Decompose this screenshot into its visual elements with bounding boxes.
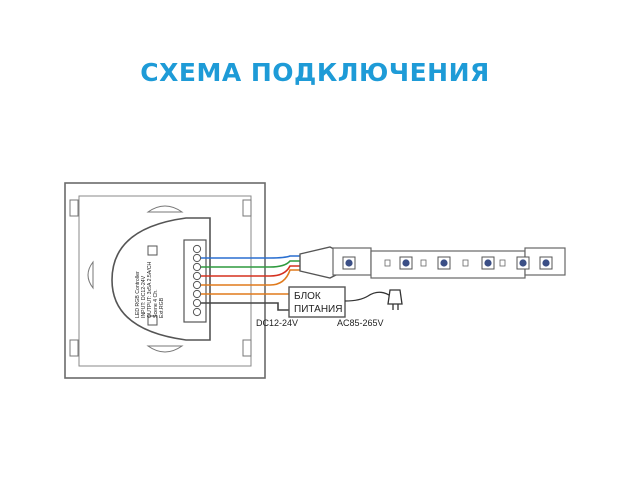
power-supply-box — [288, 286, 346, 318]
panel-mount-tab — [146, 345, 184, 353]
controller-label-line: Ext.RGB — [159, 297, 165, 318]
controller-label-line: OUTPUT: 3x5A 2.5A/CH — [147, 262, 153, 318]
power-supply-label-line1: БЛОК — [294, 291, 321, 302]
controller-module: LED RGB Controller INPUT: DC12-24V OUTPU… — [111, 217, 211, 341]
resistor-icon — [420, 259, 427, 267]
led-strip — [332, 247, 566, 279]
power-supply: БЛОК ПИТАНИЯ DC12-24V AC85-265V — [256, 286, 384, 328]
led-chip — [440, 259, 448, 267]
controller-label-line: INPUT: DC12-24V — [141, 275, 147, 318]
terminal-screw — [192, 307, 202, 317]
led-chip — [542, 259, 550, 267]
wire — [201, 255, 301, 259]
panel-mount-tab — [87, 260, 94, 290]
diagram-title: СХЕМА ПОДКЛЮЧЕНИЯ — [140, 58, 490, 87]
led-chip — [484, 259, 492, 267]
controller-label: LED RGB Controller INPUT: DC12-24V OUTPU… — [135, 260, 165, 318]
resistor-icon — [462, 259, 469, 267]
panel-inner-frame — [78, 195, 252, 367]
mains-cable — [344, 289, 403, 310]
controller-chip-icon — [147, 245, 158, 256]
led-chip — [345, 259, 353, 267]
resistor-icon — [499, 259, 506, 267]
terminal-screw — [192, 298, 202, 308]
panel-mount-slot — [69, 339, 79, 357]
wire — [201, 269, 301, 286]
terminal-screw — [192, 253, 202, 263]
wire — [201, 260, 301, 268]
power-supply-label-line2: ПИТАНИЯ — [294, 304, 342, 315]
panel-mount-slot — [69, 199, 79, 217]
panel-mount-slot — [242, 339, 252, 357]
controller-label-line: Scene 4 Ch. — [153, 289, 159, 318]
wire — [201, 302, 289, 311]
ac-voltage-label: AC85-265V — [337, 318, 384, 328]
controller-chip-icon — [147, 315, 158, 326]
terminal-screw — [192, 289, 202, 299]
plug-icon — [387, 289, 403, 305]
dc-voltage-label: DC12-24V — [256, 318, 298, 328]
terminal-screws — [192, 244, 202, 317]
panel-mount-slot — [242, 199, 252, 217]
terminal-screw — [192, 262, 202, 272]
wire — [201, 265, 301, 277]
led-chip — [402, 259, 410, 267]
resistor-icon — [384, 259, 391, 267]
terminal-screw — [192, 271, 202, 281]
panel-mount-tab — [146, 205, 184, 213]
terminal-screw — [192, 244, 202, 254]
terminal-screw — [192, 280, 202, 290]
wires — [201, 255, 301, 311]
led-chip — [519, 259, 527, 267]
controller-label-line: LED RGB Controller — [135, 271, 141, 318]
led-chips — [342, 256, 553, 270]
mains-wire — [344, 291, 393, 302]
